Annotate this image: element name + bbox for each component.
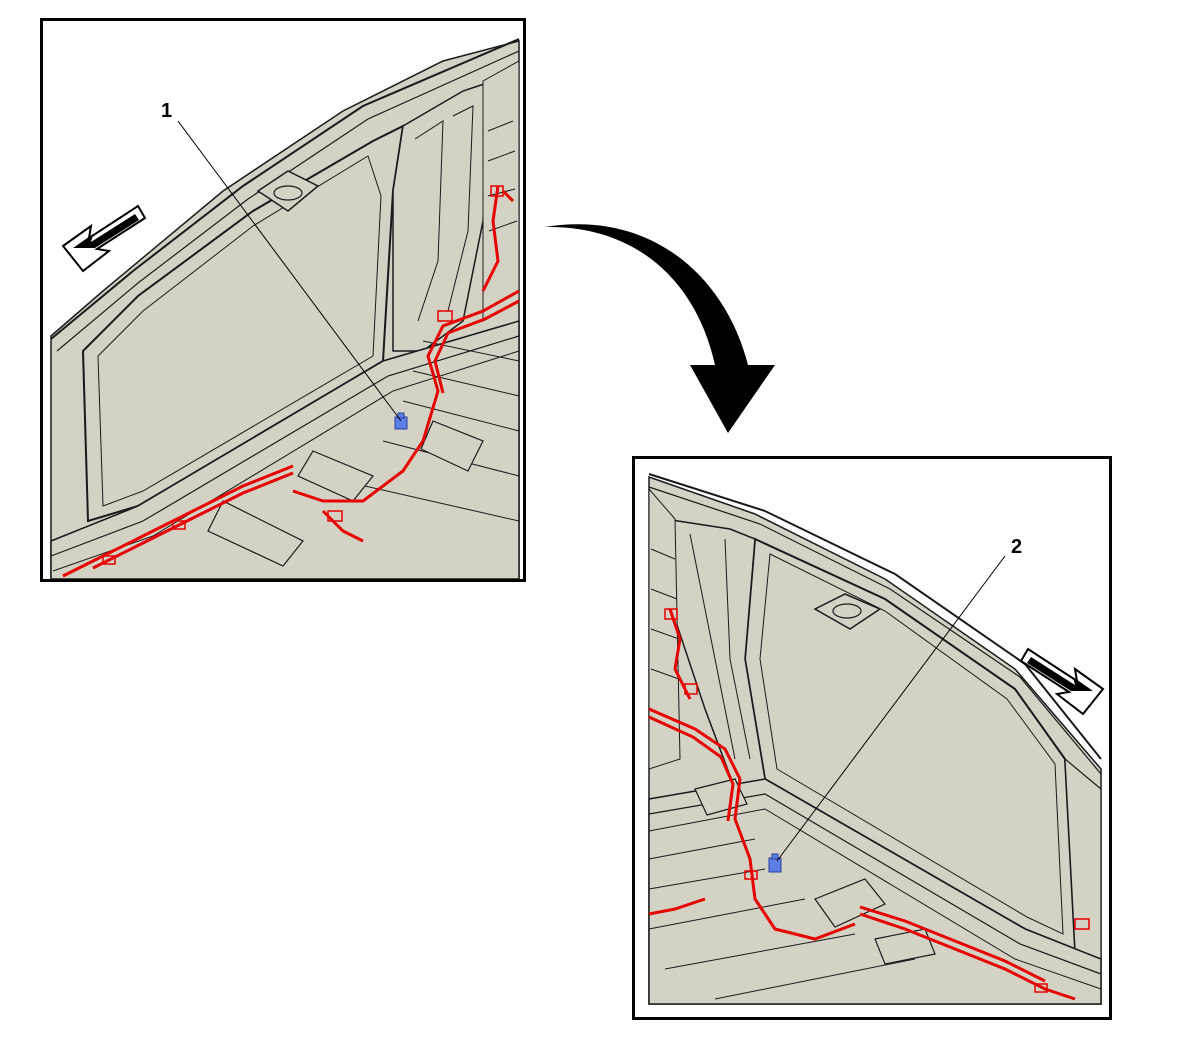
diagram-panel-right: 2 (632, 456, 1112, 1020)
vehicle-interior-illustration-left: 1 (50, 38, 520, 579)
flow-arrow-icon (545, 224, 775, 433)
diagram-panel-left: 1 (40, 18, 526, 582)
callout-1-leader (177, 120, 402, 422)
connector-icon (394, 412, 408, 430)
direction-arrow-icon (1019, 647, 1105, 716)
callout-2-label: 2 (1011, 536, 1022, 558)
direction-arrow-icon (61, 204, 147, 273)
callout-1-label: 1 (161, 100, 172, 122)
callout-2-leader (776, 555, 1006, 862)
vehicle-interior-illustration-right: 2 (648, 473, 1105, 1005)
wiring-harness (648, 608, 1076, 1001)
connector-icon (768, 853, 782, 873)
wiring-harness (62, 185, 520, 578)
